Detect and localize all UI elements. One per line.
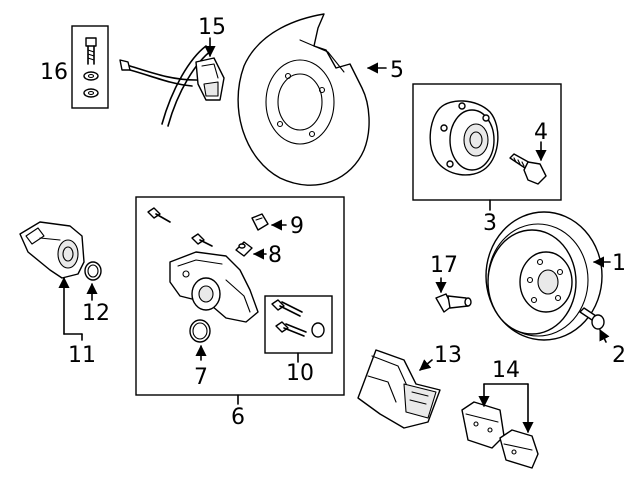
part-9-clip: 9 — [251, 213, 304, 239]
callout-17: 17 — [430, 253, 458, 278]
part-4-hub-bolt — [509, 153, 547, 185]
part-16-hardware-group: 16 — [40, 25, 109, 109]
callout-2: 2 — [612, 343, 626, 368]
part-16-washer — [83, 71, 99, 81]
callout-10: 10 — [286, 361, 314, 386]
part-3-frame — [412, 83, 562, 201]
callout-11-12-leaders: 12 11 — [58, 276, 110, 368]
callout-15: 15 — [198, 15, 226, 40]
callout-13: 13 — [434, 343, 462, 368]
part-10-guide-pins: 10 — [264, 295, 333, 386]
part-3-hub-bearing — [429, 100, 499, 176]
callout-3: 3 — [483, 211, 497, 236]
part-12-seal-ring — [84, 261, 102, 281]
part-11-parking-brake-motor — [19, 221, 85, 279]
brake-pad-inner — [461, 401, 505, 449]
part-1-brake-rotor: 1 — [485, 211, 626, 341]
caliper-bolt-mid — [191, 233, 213, 247]
part-14-brake-pads: 14 — [461, 358, 539, 469]
part-6-frame — [135, 196, 345, 396]
part-16-bolt — [85, 37, 97, 65]
part-7-piston-seal: 7 — [189, 319, 211, 390]
callout-5: 5 — [390, 58, 404, 83]
callout-12: 12 — [82, 301, 110, 326]
brake-pad-outer — [499, 429, 539, 469]
callout-14: 14 — [492, 358, 520, 383]
callout-11: 11 — [68, 343, 96, 368]
part-15-abs-sensor: 15 — [119, 15, 226, 127]
callout-4: 4 — [534, 120, 548, 145]
part-6-caliper-group: 6 9 8 — [135, 196, 345, 430]
part-2-rotor-screw: 2 — [579, 307, 626, 368]
part-8-guide-pin-boot: 8 — [235, 241, 282, 268]
part-16-frame — [71, 25, 109, 109]
part-17-bleeder-screw: 17 — [430, 253, 472, 313]
callout-6: 6 — [231, 405, 245, 430]
part-5-dust-shield: 5 — [237, 13, 404, 186]
caliper-bolt-top — [147, 207, 171, 223]
caliper-body — [169, 251, 259, 323]
part-3-hub-bearing-group: 4 3 — [412, 83, 562, 236]
callout-9: 9 — [290, 214, 304, 239]
part-16-nut — [83, 88, 99, 98]
callout-8: 8 — [268, 243, 282, 268]
callout-7: 7 — [194, 365, 208, 390]
part-13-pad-bracket: 13 — [357, 343, 462, 429]
callout-16: 16 — [40, 60, 68, 85]
callout-1: 1 — [612, 251, 626, 276]
